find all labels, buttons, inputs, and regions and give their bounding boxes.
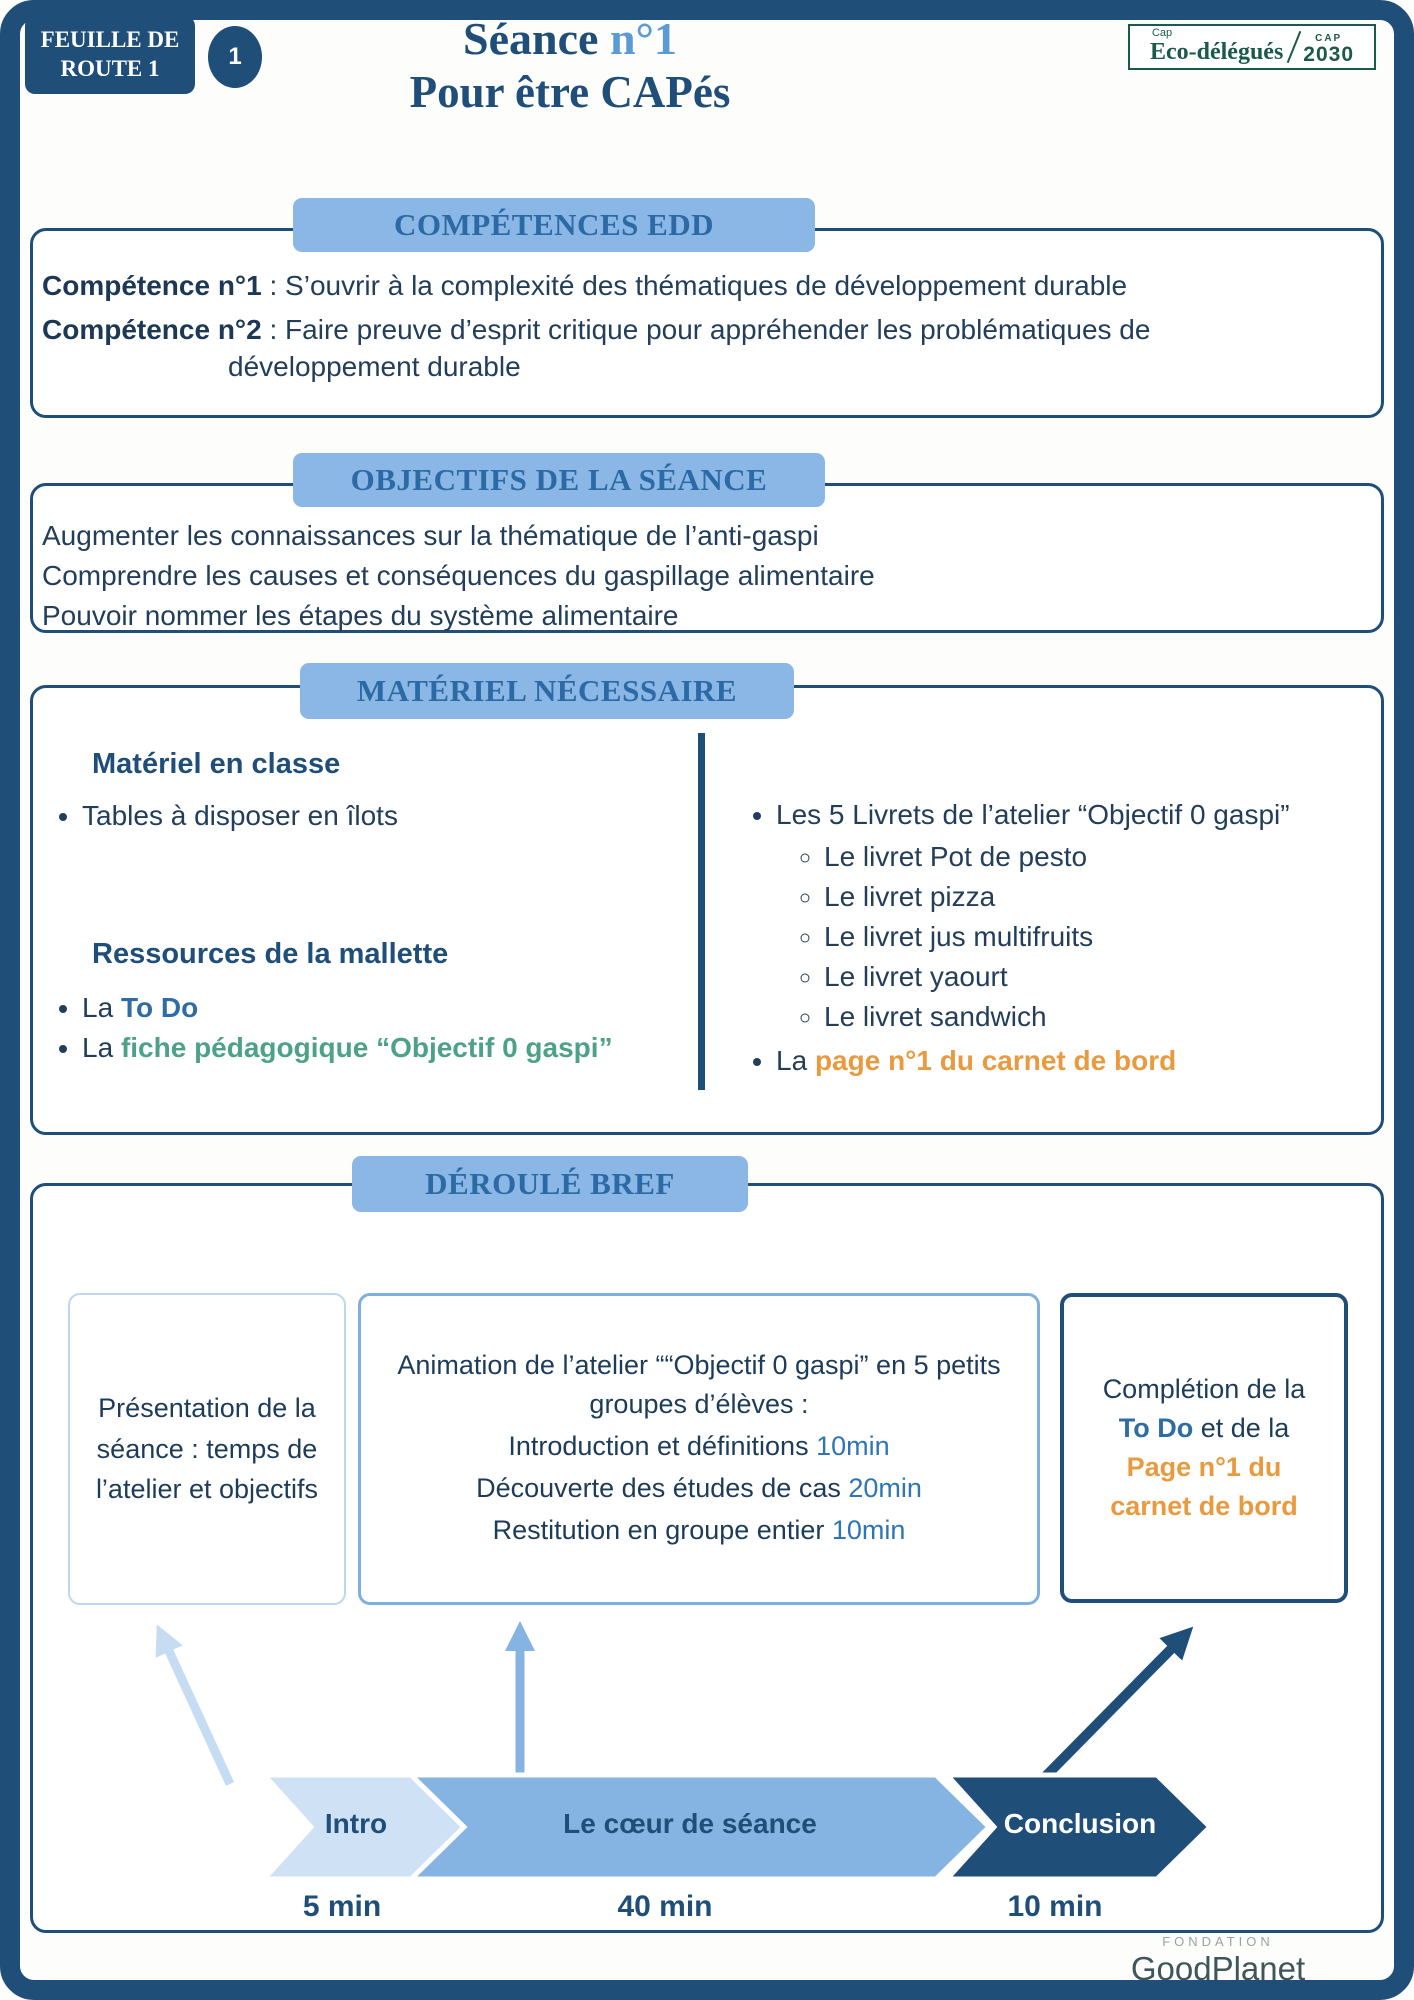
section-header-objectifs: OBJECTIFS DE LA SÉANCE bbox=[293, 453, 825, 507]
step-text: Introduction et définitions bbox=[508, 1430, 817, 1461]
conclusion-card: Complétion de la To Do et de la Page n°1… bbox=[1060, 1293, 1348, 1603]
conclusion-orange-text: Page n°1 du carnet de bord bbox=[1110, 1452, 1298, 1522]
competence-item: Compétence n°1 : S’ouvrir à la complexit… bbox=[42, 268, 1322, 305]
intro-card-text: Présentation de la séance : temps de l’a… bbox=[95, 1393, 319, 1505]
intro-card: Présentation de la séance : temps de l’a… bbox=[68, 1293, 346, 1605]
goodplanet-logo: FONDATION GoodPlanet bbox=[1068, 1934, 1368, 1988]
title-accent: n°1 bbox=[609, 13, 677, 64]
section-header-materiel: MATÉRIEL NÉCESSAIRE bbox=[300, 663, 794, 719]
livrets-lead-item: Les 5 Livrets de l’atelier “Objectif 0 g… bbox=[776, 796, 1366, 1036]
conclusion-after-todo: et de la bbox=[1193, 1412, 1290, 1443]
title-main: Séance bbox=[463, 13, 610, 64]
logo-cap-text: CAP bbox=[1315, 32, 1343, 44]
carnet-highlight: page n°1 du carnet de bord bbox=[814, 1045, 1177, 1077]
mallette-item: La fiche pédagogique “Objectif 0 gaspi” bbox=[82, 1032, 613, 1064]
coeur-card: Animation de l’atelier ““Objectif 0 gasp… bbox=[358, 1293, 1040, 1605]
objective-line: Comprendre les causes et conséquences du… bbox=[42, 559, 875, 591]
route-number-badge: 1 bbox=[208, 26, 262, 88]
mallette-item-prefix: La bbox=[82, 992, 121, 1023]
logo-main-text: Eco-délégués bbox=[1149, 39, 1284, 65]
chevron-conclusion bbox=[941, 1772, 1214, 1882]
competence-text: S’ouvrir à la complexité des thématiques… bbox=[285, 270, 1128, 301]
logo-year-text: 2030 bbox=[1303, 42, 1355, 66]
arrow-conclusion-to-card bbox=[1034, 1626, 1194, 1788]
page-title: Séance n°1 Pour être CAPés bbox=[0, 12, 1140, 119]
objectifs-content: Augmenter les connaissances sur la théma… bbox=[42, 516, 1322, 635]
livrets-lead-text: Les 5 Livrets de l’atelier “Objectif 0 g… bbox=[776, 799, 1290, 830]
mallette-list: La To Do La fiche pédagogique “Objectif … bbox=[52, 992, 613, 1072]
conclusion-line2: To Do et de la bbox=[1119, 1409, 1290, 1448]
competence-separator: : bbox=[261, 270, 286, 301]
classroom-item: Tables à disposer en îlots bbox=[82, 800, 398, 832]
step-time: 10min bbox=[816, 1430, 890, 1461]
title-line2: Pour être CAPés bbox=[409, 67, 731, 118]
section-header-competences: COMPÉTENCES EDD bbox=[293, 198, 815, 252]
step-text: Découverte des études de cas bbox=[476, 1473, 849, 1504]
livret-item: Le livret Pot de pesto bbox=[824, 838, 1366, 876]
competences-box bbox=[30, 228, 1384, 418]
section-header-deroule: DÉROULÉ BREF bbox=[352, 1156, 748, 1212]
fondation-text: FONDATION bbox=[1162, 1934, 1274, 1949]
coeur-step: Restitution en groupe entier 10min bbox=[493, 1511, 906, 1549]
competences-content: Compétence n°1 : S’ouvrir à la complexit… bbox=[42, 268, 1322, 393]
step-time: 10min bbox=[831, 1515, 906, 1546]
mallette-item: La To Do bbox=[82, 992, 613, 1024]
classroom-list: Tables à disposer en îlots bbox=[52, 800, 398, 840]
mallette-item-prefix: La bbox=[82, 1032, 121, 1063]
duration-coeur: 40 min bbox=[617, 1890, 713, 1923]
livret-item: Le livret jus multifruits bbox=[824, 918, 1366, 956]
timeline-intro-label: Intro bbox=[324, 1808, 388, 1839]
carnet-prefix: La bbox=[776, 1045, 815, 1077]
timeline-conclusion-label: Conclusion bbox=[1003, 1808, 1157, 1839]
livret-item: Le livret pizza bbox=[824, 878, 1366, 916]
materiel-column-divider bbox=[698, 733, 705, 1090]
arrow-intro-to-card bbox=[155, 1624, 235, 1786]
competence-separator: : bbox=[261, 313, 286, 345]
logo-cap-2030: CAP 2030 bbox=[1303, 30, 1354, 65]
route-badge: FEUILLE DE ROUTE 1 bbox=[25, 16, 195, 94]
step-time: 20min bbox=[848, 1473, 922, 1504]
livrets-list: Les 5 Livrets de l’atelier “Objectif 0 g… bbox=[746, 796, 1366, 1085]
mallette-heading: Ressources de la mallette bbox=[92, 938, 449, 970]
competence-label: Compétence n°2 bbox=[42, 313, 262, 345]
conclusion-todo: To Do bbox=[1118, 1412, 1194, 1443]
logo-cap-small: Cap bbox=[1151, 27, 1173, 39]
mallette-item-todo: To Do bbox=[120, 992, 199, 1023]
coeur-card-intro: Animation de l’atelier ““Objectif 0 gasp… bbox=[397, 1350, 1001, 1419]
classroom-heading: Matériel en classe bbox=[92, 748, 341, 780]
timeline-coeur-label: Le cœur de séance bbox=[563, 1808, 817, 1839]
duration-intro: 5 min bbox=[302, 1890, 382, 1923]
carnet-item: La page n°1 du carnet de bord bbox=[776, 1042, 1366, 1080]
competence-item: Compétence n°2 : Faire preuve d’esprit c… bbox=[42, 312, 1322, 386]
conclusion-line1: Complétion de la bbox=[1102, 1373, 1306, 1404]
chevron-intro bbox=[258, 1772, 468, 1882]
mallette-item-fiche: fiche pédagogique “Objectif 0 gaspi” bbox=[120, 1032, 613, 1063]
materiel-box bbox=[30, 685, 1384, 1135]
livret-item: Le livret sandwich bbox=[824, 998, 1366, 1036]
coeur-step: Introduction et définitions 10min bbox=[508, 1427, 889, 1465]
livret-item: Le livret yaourt bbox=[824, 958, 1366, 996]
duration-conclusion: 10 min bbox=[1007, 1890, 1103, 1923]
objective-line: Pouvoir nommer les étapes du système ali… bbox=[42, 599, 679, 631]
coeur-step: Découverte des études de cas 20min bbox=[476, 1469, 922, 1507]
step-text: Restitution en groupe entier bbox=[492, 1515, 832, 1546]
goodplanet-text: GoodPlanet bbox=[1130, 1950, 1306, 1987]
objective-line: Augmenter les connaissances sur la théma… bbox=[42, 520, 819, 551]
competence-text: Faire preuve d’esprit critique pour appr… bbox=[228, 313, 1151, 382]
competence-label: Compétence n°1 bbox=[42, 270, 262, 301]
